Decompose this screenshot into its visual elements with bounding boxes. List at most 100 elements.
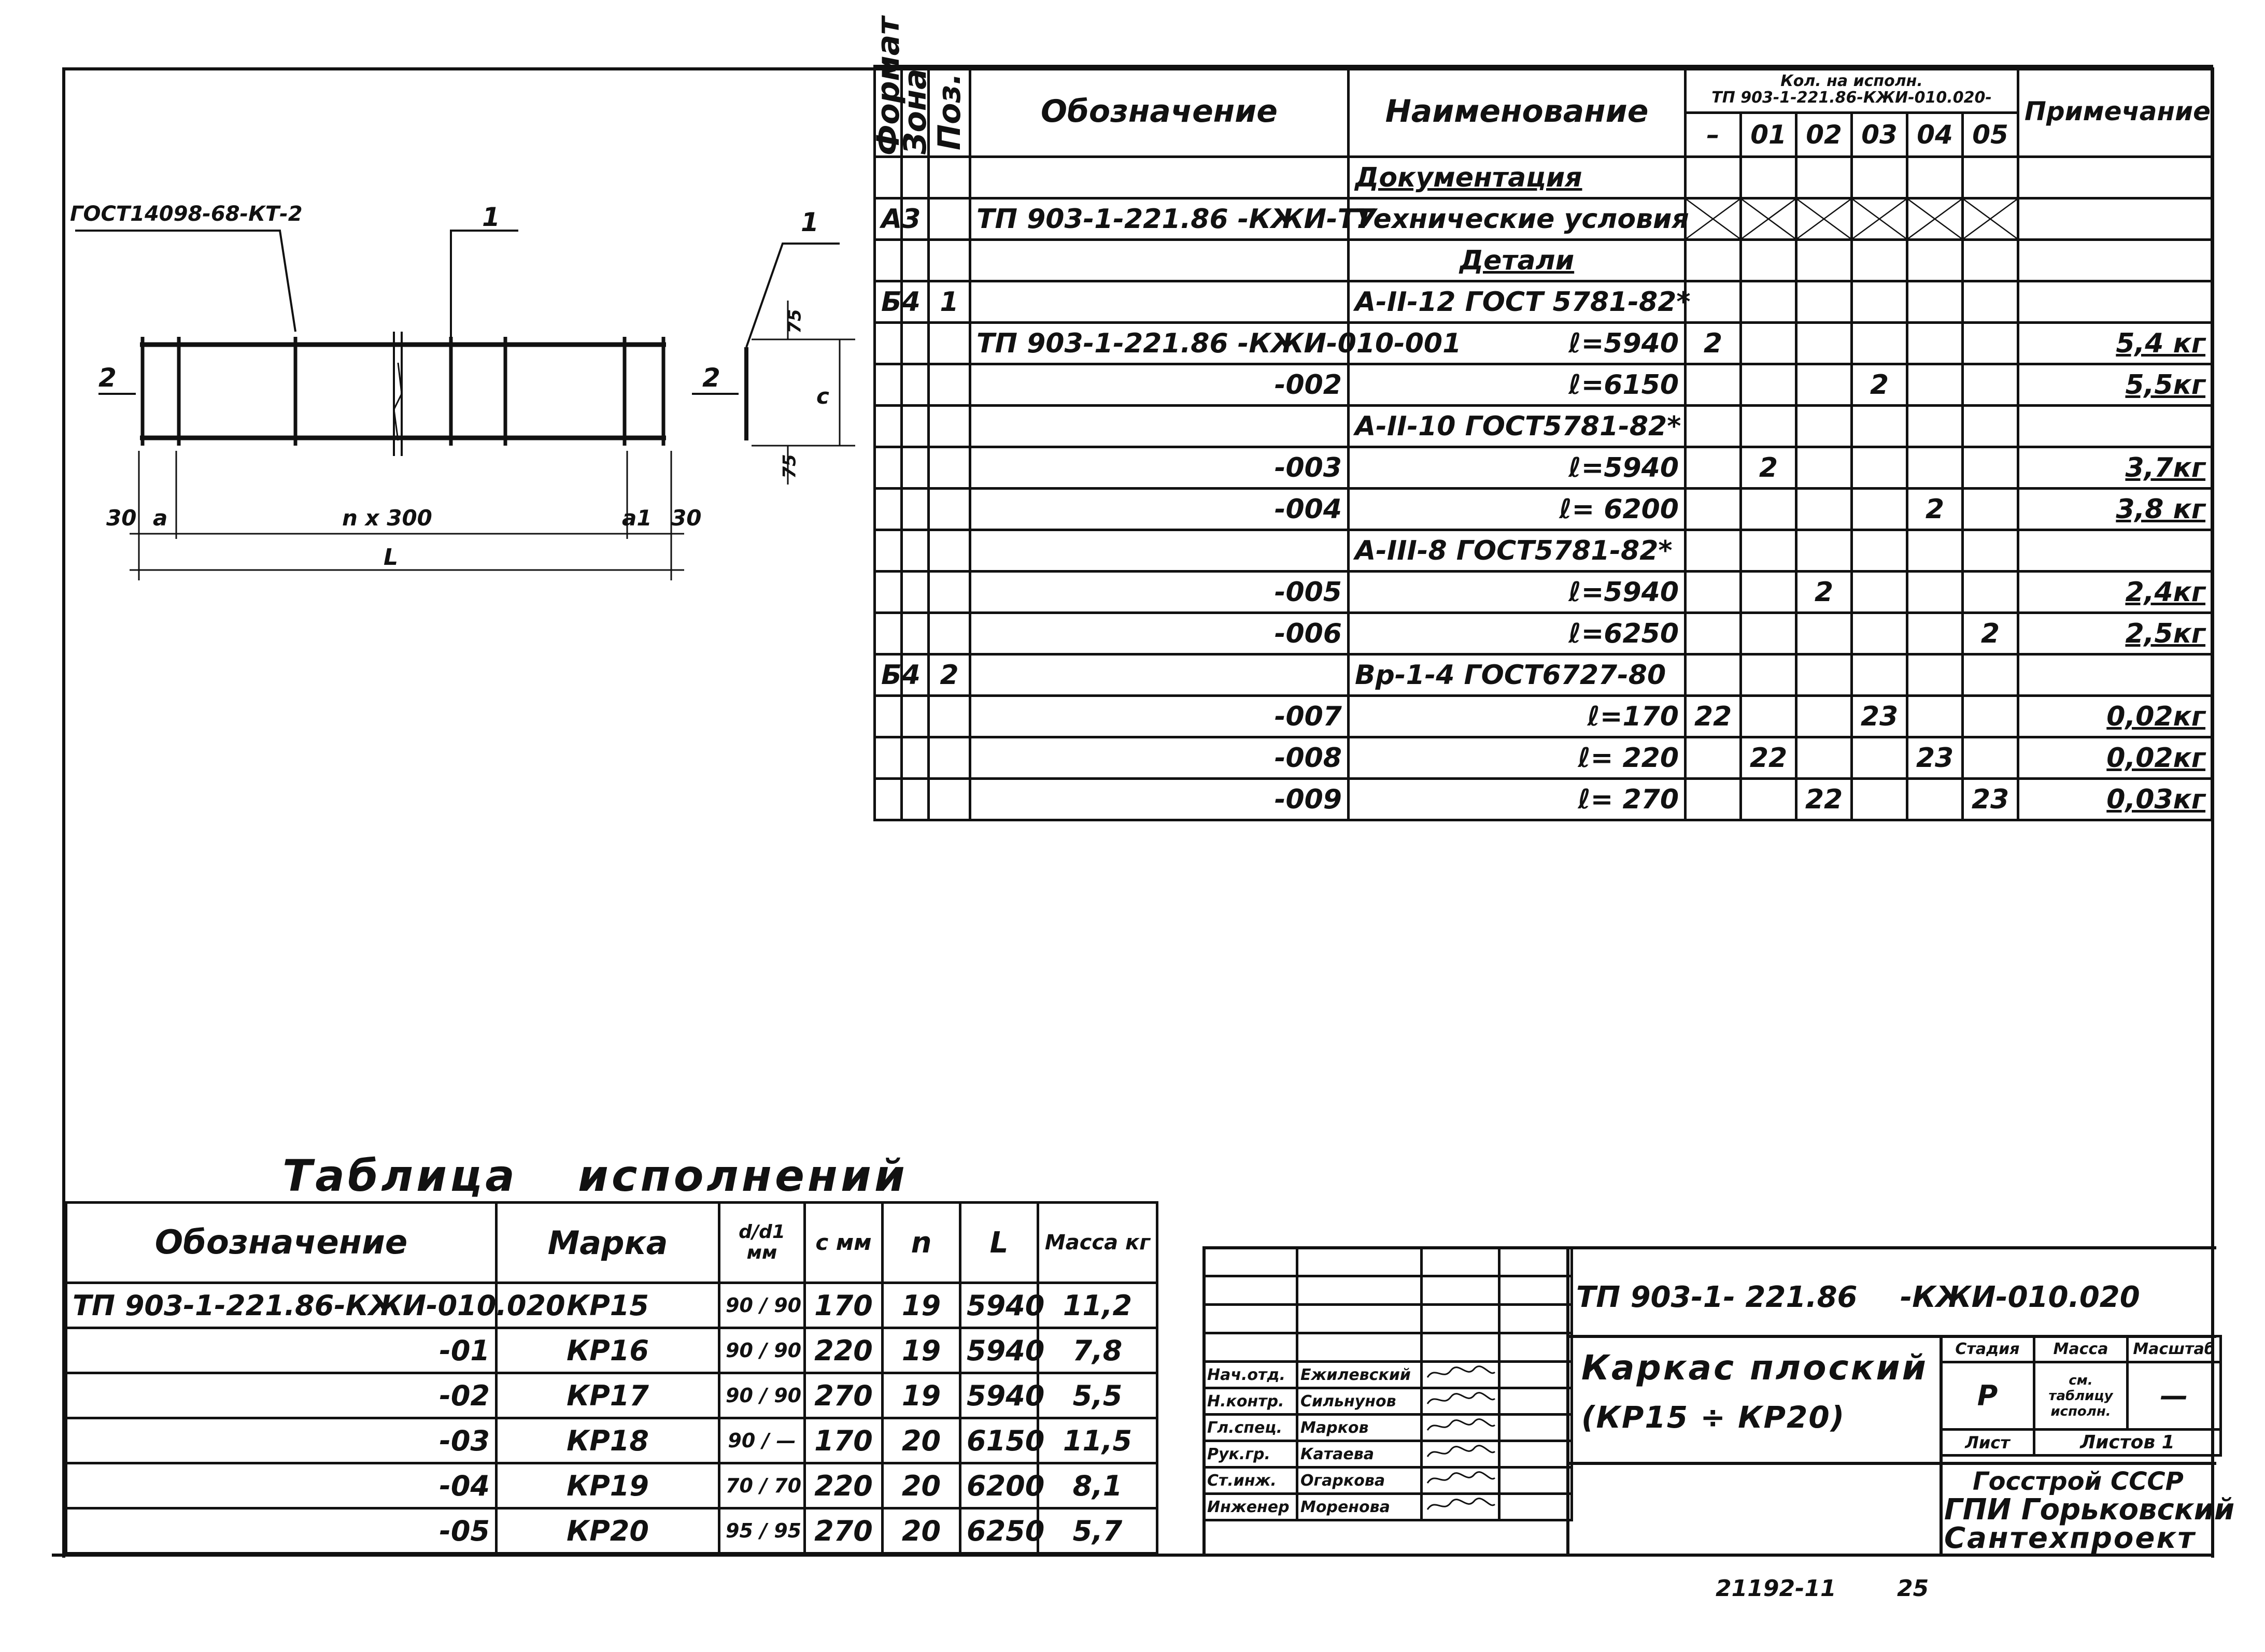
revision-cell: [1296, 1275, 1423, 1306]
spec-position: [927, 197, 971, 241]
revision-cell: [1420, 1246, 1500, 1277]
executions-table: Обозначение Марка d/d1 мм c мм n L Масса…: [65, 1201, 1158, 1555]
signature-row: Рук.гр.Катаева: [1202, 1440, 1573, 1469]
spec-note: 5,4 кг: [2017, 321, 2214, 365]
spec-quantity: [1961, 446, 2020, 490]
dimension-n-x-300: n x 300: [342, 505, 432, 531]
spec-designation: [969, 653, 1350, 697]
spec-quantity: [1795, 238, 1853, 282]
spec-position: [927, 529, 971, 573]
spec-note: [2017, 155, 2214, 200]
exec-header-designation: Обозначение: [65, 1201, 498, 1284]
organization-line3: Сантехпроект: [1944, 1521, 2196, 1555]
signature-mark: [1420, 1413, 1500, 1442]
spec-note: [2017, 653, 2214, 697]
header-quantity-title: Кол. на исполн.: [1780, 72, 1923, 90]
spec-quantity: [1906, 321, 1964, 365]
spec-quantity: [1906, 238, 1964, 282]
revision-cell: [1202, 1303, 1298, 1334]
spec-quantity: [1795, 155, 1853, 200]
spec-designation: ТП 903-1-221.86 -КЖИ-ТУ: [969, 197, 1377, 241]
spec-quantity: [1906, 529, 1964, 573]
spec-position: 2: [927, 653, 971, 697]
exec-c: 270: [803, 1507, 884, 1555]
exec-n: 19: [881, 1327, 961, 1374]
spec-name: ℓ=5940: [1347, 570, 1687, 614]
signature-role: Ст.инж.: [1202, 1466, 1298, 1495]
header-variant-01: 01: [1739, 111, 1797, 158]
spec-quantity: [1850, 777, 1908, 821]
spec-quantity: [1961, 529, 2020, 573]
signature-date: [1498, 1387, 1573, 1416]
spec-note: 5,5кг: [2017, 363, 2214, 407]
signature-date: [1498, 1360, 1573, 1389]
spec-format: [873, 446, 903, 490]
exec-L: 6250: [959, 1507, 1044, 1555]
header-note: Примечание: [2017, 65, 2214, 158]
spec-format: А3: [873, 197, 921, 241]
signature-name: Огаркова: [1296, 1466, 1423, 1495]
spec-zone: [900, 487, 930, 531]
organization-line1: Госстрой СССР: [1973, 1467, 2184, 1496]
spec-row: Документация: [873, 155, 2214, 200]
spec-quantity: [1739, 529, 1797, 573]
spec-zone: [900, 736, 930, 780]
document-title-line1: Каркас плоский: [1581, 1348, 1928, 1388]
signature-date: [1498, 1492, 1573, 1521]
spec-quantity: 22: [1795, 777, 1853, 821]
spec-quantity: [1850, 736, 1908, 780]
callout-position-1-section: 1: [801, 207, 819, 237]
spec-note: 3,7кг: [2017, 446, 2214, 490]
spec-quantity: [1850, 197, 1908, 241]
exec-d: 95 / 95: [718, 1507, 806, 1555]
spec-designation: [969, 280, 1350, 324]
signature-mark: [1420, 1466, 1500, 1495]
spec-designation: -009: [969, 777, 1350, 821]
spec-zone: [900, 280, 930, 324]
spec-designation: -002: [969, 363, 1350, 407]
spec-quantity: [1850, 280, 1908, 324]
dimension-75-bottom: 75: [779, 454, 800, 479]
sheet-label: Лист: [1940, 1428, 2035, 1457]
signature-name: Ежилевский: [1296, 1360, 1423, 1389]
spec-quantity: [1739, 777, 1797, 821]
signature-mark: [1420, 1492, 1500, 1521]
specification-table: Формат Зона Поз. Обозначение Наименовани…: [870, 17, 2214, 821]
spec-designation: -003: [969, 446, 1350, 490]
header-variant-04: 04: [1906, 111, 1964, 158]
spec-zone: [900, 611, 930, 656]
spec-zone: [900, 446, 930, 490]
exec-designation: -03: [65, 1417, 498, 1464]
spec-quantity: [1906, 280, 1964, 324]
spec-quantity: [1739, 197, 1797, 241]
spec-designation: -005: [969, 570, 1350, 614]
revision-cell: [1498, 1303, 1573, 1334]
spec-quantity: [1684, 777, 1742, 821]
spec-quantity: [1739, 694, 1797, 738]
spec-name: ℓ=6150: [1347, 363, 1687, 407]
dimension-a1: a1: [622, 505, 652, 531]
spec-zone: [900, 694, 930, 738]
spec-note: 3,8 кг: [2017, 487, 2214, 531]
spec-quantity: [1961, 570, 2020, 614]
spec-format: Б4: [873, 653, 921, 697]
spec-designation: [969, 155, 1350, 200]
exec-designation: -05: [65, 1507, 498, 1555]
spec-format: [873, 363, 903, 407]
signature-name: Марков: [1296, 1413, 1423, 1442]
spec-quantity: [1739, 321, 1797, 365]
spec-position: [927, 736, 971, 780]
exec-c: 220: [803, 1462, 884, 1509]
callout-gost: ГОСТ14098-68-КТ-2: [70, 202, 303, 226]
spec-quantity: 22: [1684, 694, 1742, 738]
spec-quantity: [1684, 238, 1742, 282]
exec-mark: КР16: [495, 1327, 720, 1374]
